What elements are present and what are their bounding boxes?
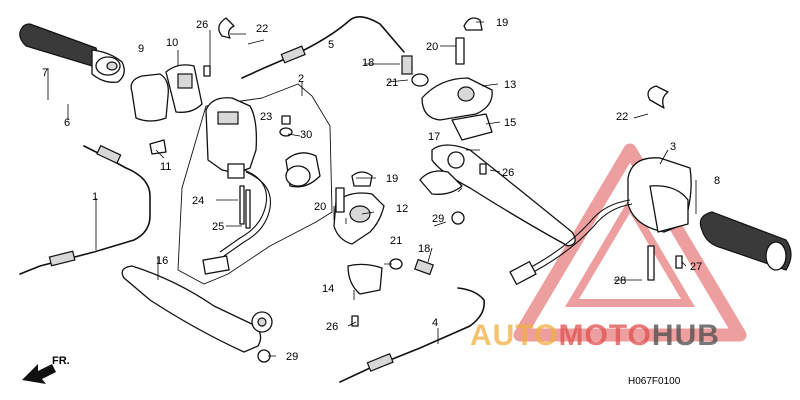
callout-15: 15 [504,117,516,129]
watermark-part-auto: AUTO [470,319,558,352]
callout-21b: 21 [390,235,402,247]
callout-1: 1 [92,191,98,203]
cable-4 [339,287,486,383]
callout-19: 19 [496,17,508,29]
callout-12: 12 [396,203,408,215]
callout-19b: 19 [386,173,398,185]
watermark-part-hub: HUB [652,319,720,352]
right-grip [699,211,792,271]
callout-10: 10 [166,37,178,49]
callout-23: 23 [260,111,272,123]
callout-26: 26 [196,19,208,31]
callout-8: 8 [714,175,720,187]
callout-25: 25 [212,221,224,233]
callout-22: 22 [256,23,268,35]
front-arrow-icon [22,364,56,384]
front-direction-indicator: FR. [22,355,70,384]
callout-29b: 29 [432,213,444,225]
watermark-logo: AUTOMOTOHUB [470,319,720,352]
callout-18b: 18 [418,243,430,255]
cable-5 [241,16,405,79]
front-label: FR. [52,355,70,367]
watermark-part-moto: MOTO [558,319,651,352]
callout-14: 14 [322,283,334,295]
callout-16: 16 [156,255,168,267]
callout-11: 11 [160,161,171,173]
callout-28: 28 [614,275,626,287]
callout-17: 17 [428,131,440,143]
holder-12 [333,192,385,295]
callout-29: 29 [286,351,298,363]
callout-20: 20 [426,41,438,53]
left-housing-cover [130,64,203,155]
right-switch [509,157,692,285]
callout-5: 5 [328,39,334,51]
callout-30: 30 [300,129,312,141]
callout-20b: 20 [314,201,326,213]
callout-27: 27 [690,261,702,273]
callout-4: 4 [432,317,438,329]
callout-2: 2 [298,73,304,85]
drawing-code: H067F0100 [628,376,681,387]
callout-6: 6 [64,117,70,129]
callouts: 1 2 3 4 5 6 7 8 9 10 11 12 13 14 15 16 1… [42,17,720,363]
callout-7: 7 [42,67,48,79]
callout-21: 21 [386,77,398,89]
callout-13: 13 [504,79,516,91]
callout-24: 24 [192,195,204,207]
callout-26b: 26 [502,167,514,179]
hardware [203,17,683,363]
callout-26c: 26 [326,321,338,333]
callout-9: 9 [138,43,144,55]
svg-text:AUTOMOTOHUB: AUTOMOTOHUB [470,319,720,352]
left-grip [19,23,125,83]
leader-lines [47,21,697,357]
callout-18: 18 [362,57,374,69]
cable-1 [19,144,151,275]
lever-16 [121,265,273,353]
callout-3: 3 [670,141,676,153]
callout-22b: 22 [616,111,628,123]
switch-assembly [177,83,333,285]
holder-13 [421,77,493,141]
lever-17 [419,144,576,247]
